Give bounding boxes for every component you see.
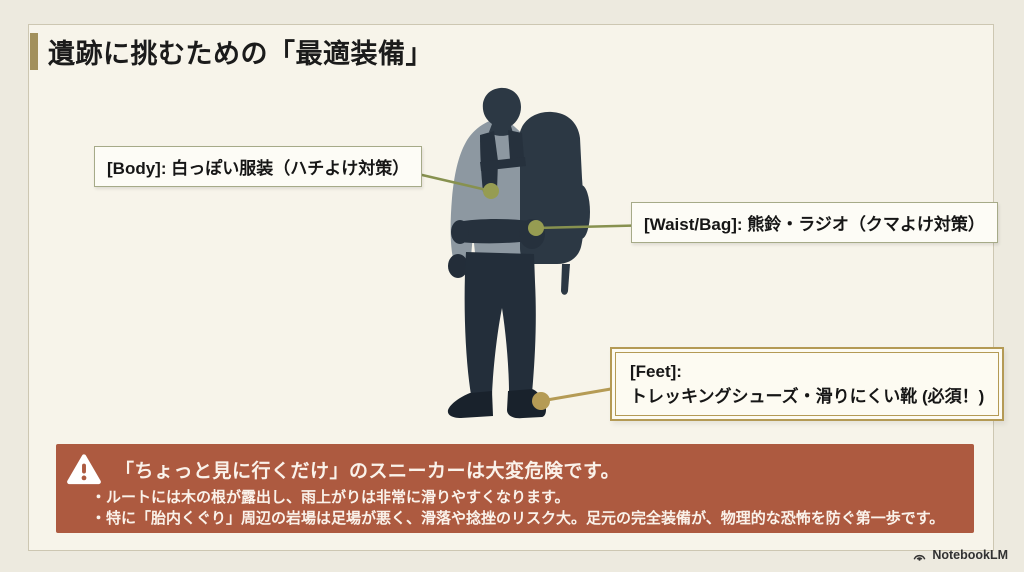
warning-heading: 「ちょっと見に行くだけ」のスニーカーは大変危険です。 xyxy=(115,460,621,482)
warning-box: 「ちょっと見に行くだけ」のスニーカーは大変危険です。 ・ルートには木の根が露出し… xyxy=(56,444,974,533)
title-row: 遺跡に挑むための「最適装備」 xyxy=(30,32,433,71)
callout-body-label: [Body]: 白っぽい服装（ハチよけ対策） xyxy=(94,146,423,187)
callout-feet-label: [Feet]: トレッキングシューズ・滑りにくい靴 (必須！) xyxy=(615,352,1000,416)
hip-belt-pouch-left xyxy=(451,220,469,244)
title-accent-bar xyxy=(30,33,38,70)
callout-feet-line1: [Feet]: xyxy=(630,362,682,381)
hiker-shoulder-strap-right xyxy=(508,130,524,160)
warning-triangle-icon xyxy=(67,454,101,485)
hiker-hip-belt xyxy=(456,219,538,244)
backpack-strap-dangle xyxy=(561,264,570,295)
callout-body-text: [Body]: 白っぽい服装（ハチよけ対策） xyxy=(107,159,410,178)
hip-belt-pouch-right xyxy=(519,219,545,249)
warning-bullet-1: ・ルートには木の根が露出し、雨上がりは非常に滑りやすくなります。 xyxy=(91,489,570,506)
watermark-label: NotebookLM xyxy=(932,548,1008,562)
backpack-side-pocket xyxy=(572,185,590,239)
warning-bullets: ・ルートには木の根が露出し、雨上がりは非常に滑りやすくなります。 ・特に「胎内く… xyxy=(91,487,974,529)
callout-waist-label: [Waist/Bag]: 熊鈴・ラジオ（クマよけ対策） xyxy=(631,202,998,243)
hiker-silhouette-image xyxy=(447,87,590,419)
callout-waist-text: [Waist/Bag]: 熊鈴・ラジオ（クマよけ対策） xyxy=(644,215,985,234)
warning-bullet-2: ・特に「胎内くぐり」周辺の岩場は足場が悪く、滑落や捻挫のリスク大。足元の完全装備… xyxy=(91,510,945,527)
hiker-pants xyxy=(464,252,536,395)
hiker-boot-left xyxy=(447,391,493,418)
hiker-glove xyxy=(448,254,468,278)
slide-title: 遺跡に挑むための「最適装備」 xyxy=(48,39,433,69)
warning-header-row: 「ちょっと見に行くだけ」のスニーカーは大変危険です。 xyxy=(56,444,974,487)
notebooklm-logo-icon xyxy=(913,554,926,561)
hiker-boot-right xyxy=(507,389,546,419)
hiker-head xyxy=(482,87,521,136)
slide-panel: 遺跡に挑むための「最適装備」 xyxy=(28,24,1000,551)
watermark: NotebookLM xyxy=(912,548,1008,562)
callout-feet-line2: トレッキングシューズ・滑りにくい靴 (必須！) xyxy=(630,387,985,406)
hiker-sternum-strap xyxy=(480,157,526,171)
